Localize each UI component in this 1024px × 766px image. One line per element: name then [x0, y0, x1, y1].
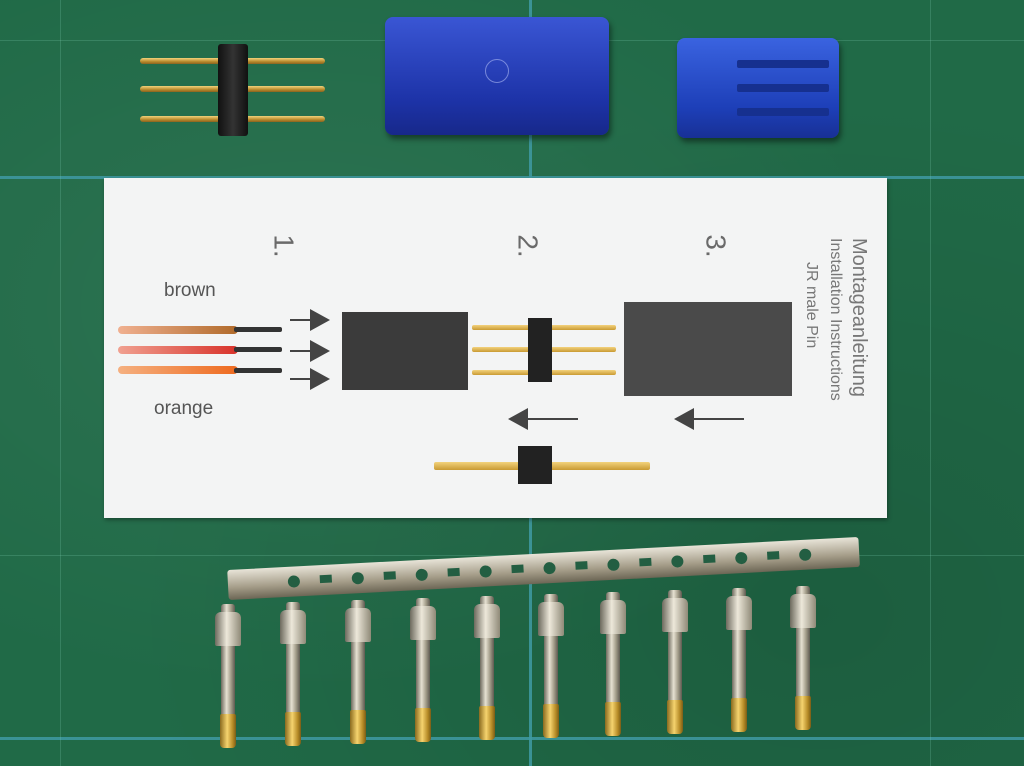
crimp-terminal: [280, 602, 306, 752]
illustration-cover-housing: [624, 302, 792, 396]
crimp-terminal: [215, 604, 241, 754]
pin-header-component: [140, 44, 325, 136]
wire-red: [118, 346, 238, 354]
step-number-2: 2.: [512, 234, 544, 258]
crimp-terminal: [538, 594, 564, 744]
strip-hole: [734, 551, 748, 565]
housing-slot: [737, 84, 829, 92]
crimp-terminal: [726, 588, 752, 738]
crimped-terminal: [234, 347, 282, 352]
crimp-terminal: [790, 586, 816, 736]
step-number-3: 3.: [700, 234, 732, 258]
crimped-terminal: [234, 368, 282, 373]
wire-label-brown: brown: [164, 280, 216, 301]
housing-embossed-logo: [485, 59, 509, 83]
wire-brown: [118, 326, 238, 334]
strip-slot: [383, 571, 396, 580]
strip-slot: [511, 564, 524, 574]
slide-arrow-head: [674, 408, 694, 430]
strip-hole: [351, 571, 365, 585]
housing-embossed-text: [521, 25, 591, 125]
crimp-terminal: [410, 598, 436, 748]
card-title-block: Montageanleitung Installation Instructio…: [803, 238, 906, 458]
slide-arrow-head: [508, 408, 528, 430]
strip-hole: [479, 565, 492, 578]
slide-arrow-shaft: [694, 418, 744, 420]
slide-arrow-shaft: [528, 418, 578, 420]
crimp-terminal: [662, 590, 688, 740]
insert-arrow-head: [310, 368, 330, 390]
mat-grid-line: [0, 737, 1024, 740]
crimp-terminal: [474, 596, 500, 746]
strip-hole: [798, 548, 812, 562]
strip-hole: [671, 555, 684, 568]
strip-slot: [575, 561, 588, 570]
strip-slot: [703, 554, 716, 564]
housing-slot: [737, 60, 829, 68]
strip-hole: [287, 575, 301, 588]
strip-slot: [639, 557, 652, 567]
blue-housing-large: [385, 17, 609, 135]
header-body: [218, 44, 248, 136]
illustration-housing: [342, 312, 468, 390]
insert-arrow-shaft: [290, 319, 312, 321]
crimp-terminal: [345, 600, 371, 750]
insert-arrow-shaft: [290, 378, 312, 380]
strip-hole: [415, 568, 429, 582]
illustration-single-pin-body: [518, 446, 552, 484]
card-title: Montageanleitung: [848, 238, 870, 398]
wire-label-orange: orange: [154, 398, 214, 419]
step-number-1: 1.: [268, 234, 300, 258]
strip-slot: [766, 551, 780, 560]
card-subtitle: Installation Instructions: [827, 238, 844, 401]
blue-housing-small: [677, 38, 839, 138]
crimp-terminal: [600, 592, 626, 742]
insert-arrow-head: [310, 340, 330, 362]
card-product-name: JR male Pin: [803, 262, 820, 349]
strip-slot: [319, 574, 333, 584]
mat-grid-line: [60, 0, 61, 766]
wire-orange: [118, 366, 238, 374]
strip-hole: [543, 561, 556, 575]
instruction-card: 1. 2. 3. Montageanleitung Installation I…: [104, 178, 887, 518]
strip-slot: [447, 567, 460, 577]
mat-grid-line: [930, 0, 931, 766]
insert-arrow-head: [310, 309, 330, 331]
insert-arrow-shaft: [290, 350, 312, 352]
strip-hole: [607, 558, 620, 572]
mat-grid-line: [0, 176, 1024, 179]
housing-slot: [737, 108, 829, 116]
illustration-pin-header-body: [528, 318, 552, 382]
crimped-terminal: [234, 327, 282, 332]
